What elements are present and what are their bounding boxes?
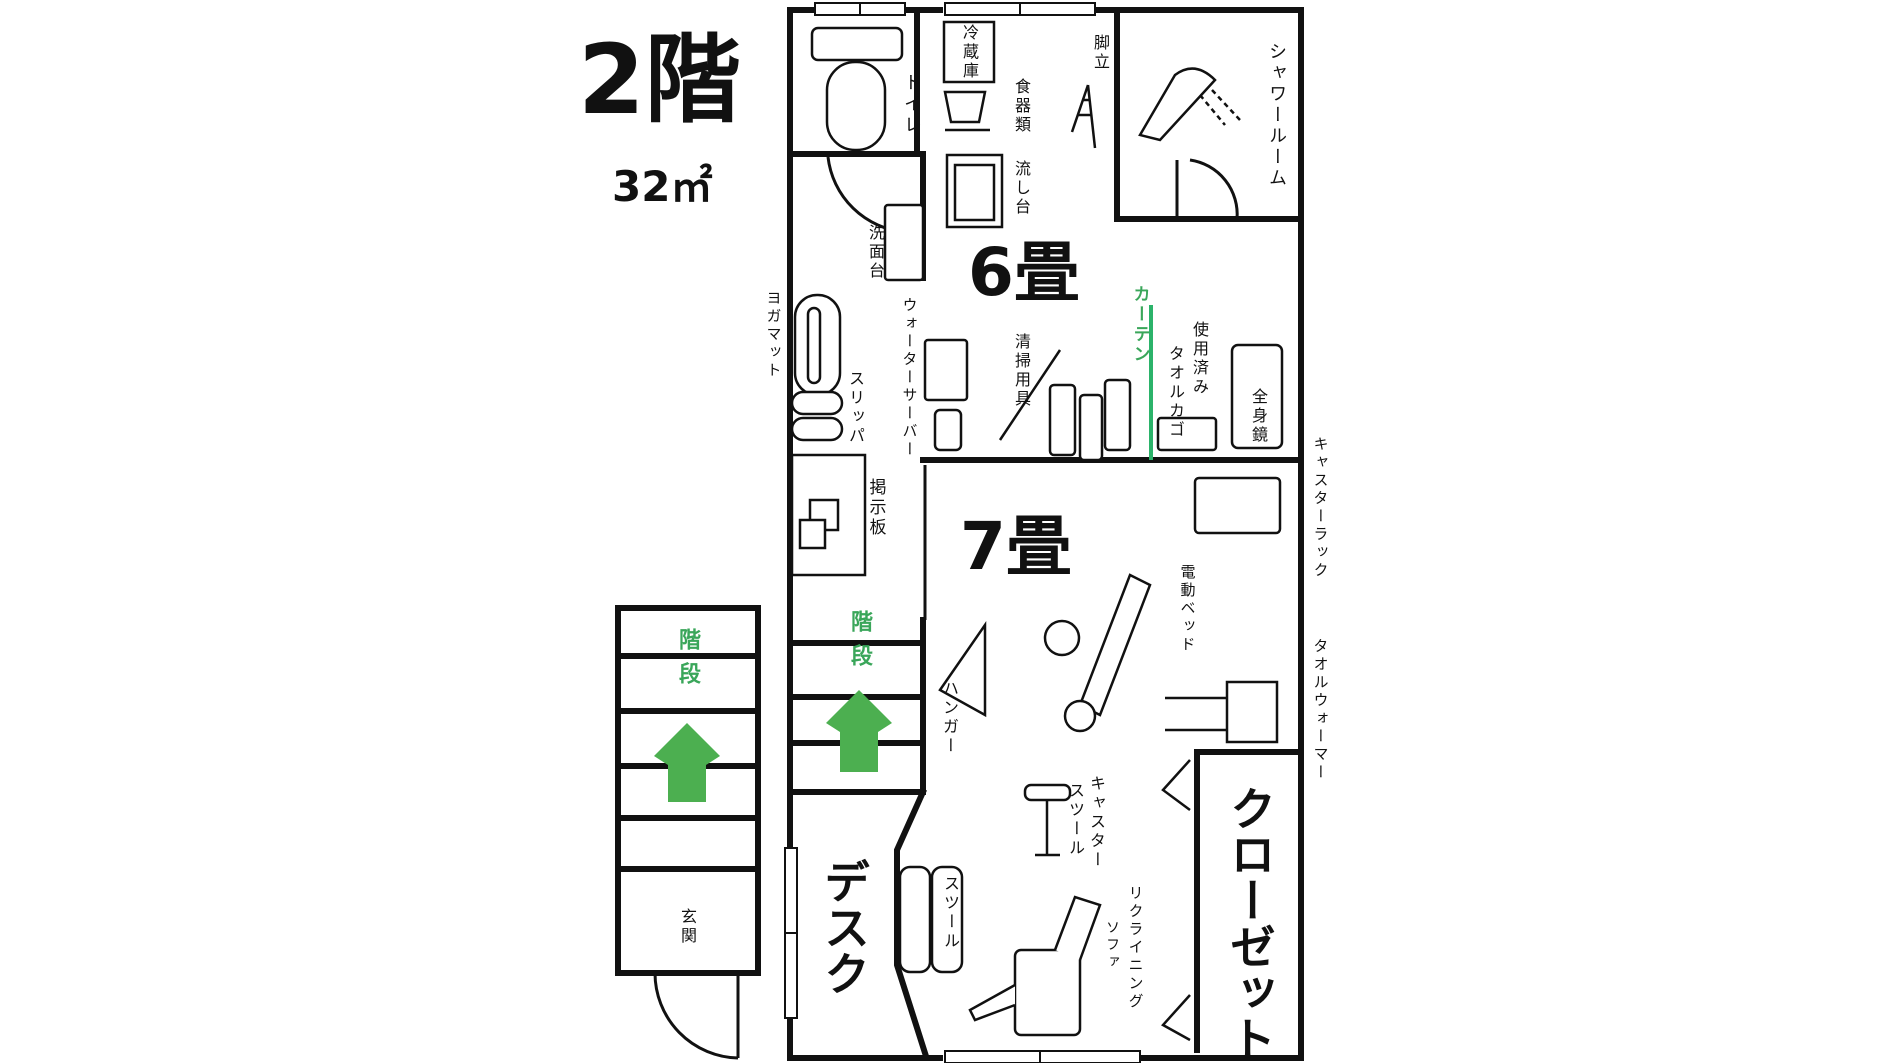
- cleaning-tools-label: 清掃用具: [1012, 333, 1031, 409]
- stool-icon: [898, 865, 964, 974]
- yoga-mat-label: ヨガマット: [764, 290, 783, 380]
- slippers-label: スリッパ: [846, 370, 865, 446]
- shower-head-icon: [1138, 67, 1241, 142]
- room-6-tatami: 6畳: [968, 234, 1080, 311]
- arrow-up-icon: [826, 690, 892, 772]
- slippers-icon: [790, 390, 844, 442]
- stepladder-icon: [1070, 84, 1097, 149]
- cleaning-tools-icon: [998, 349, 1132, 462]
- caster-label: キャスター: [1087, 775, 1106, 870]
- hanger-icon: [938, 620, 987, 718]
- stool-label: スツール: [941, 875, 960, 951]
- electric-bed-label: 電動ベッド: [1178, 564, 1197, 654]
- towel-basket-label: タオルカゴ: [1166, 345, 1185, 440]
- shower-room-label: シャワールーム: [1266, 42, 1287, 189]
- walls: [615, 7, 1304, 1061]
- dishes-icon: [943, 90, 990, 132]
- laundry-basket-icon: [1156, 416, 1218, 452]
- fridge-label: 冷蔵庫: [960, 24, 979, 81]
- bulletin-board-icon: [790, 453, 867, 577]
- reclining-label: リクライニング: [1126, 885, 1145, 1011]
- closet-label: クローゼット: [1223, 785, 1277, 1061]
- floor-area: 32㎡: [612, 162, 713, 211]
- caster-rack-label: キャスターラック: [1311, 436, 1330, 580]
- fridge-icon: [942, 20, 996, 84]
- stairs-up-arrows: [654, 690, 892, 802]
- towel-warmer-icon: [1165, 680, 1279, 744]
- stairs-inner-label: 階段: [847, 610, 872, 678]
- windows: [784, 2, 1141, 1063]
- yoga-mat-icon: [793, 293, 842, 397]
- washbasin-label: 洗面台: [866, 224, 885, 281]
- water-server-label: ウォーターサーバー: [900, 297, 919, 459]
- room-7-tatami: 7畳: [960, 508, 1072, 585]
- caster-rack-icon: [1193, 476, 1282, 535]
- sofa-label: ソファ: [1104, 920, 1120, 971]
- stairs-left-label: 階段: [675, 628, 700, 696]
- reclining-sofa-icon: [968, 895, 1102, 1037]
- closet-hinge-icon: [1161, 759, 1191, 1042]
- washbasin-icon: [883, 203, 925, 282]
- mirror-label: 全身鏡: [1249, 388, 1268, 445]
- entrance-label: 玄関: [678, 908, 697, 946]
- toilet-label: トイレ: [901, 73, 922, 136]
- stepladder-label: 脚立: [1091, 34, 1110, 72]
- hanger-label: ハンガー: [940, 680, 959, 756]
- arrow-up-icon: [654, 723, 720, 802]
- sink-label: 流し台: [1012, 160, 1031, 217]
- electric-bed-icon: [1043, 573, 1152, 733]
- floor-title: 2階: [578, 24, 741, 136]
- caster-stool-icon: [1023, 783, 1072, 857]
- mirror-icon: [1230, 343, 1284, 450]
- desk-label: デスク: [817, 858, 871, 996]
- water-server-icon: [923, 338, 969, 452]
- caster-stool-label: スツール: [1066, 782, 1085, 858]
- curtain-label: カーテン: [1129, 285, 1150, 365]
- bulletin-board-label: 掲示板: [865, 478, 886, 538]
- used-label: 使用済み: [1190, 321, 1209, 397]
- sink-icon: [945, 153, 1004, 229]
- dishes-label: 食器類: [1012, 78, 1031, 135]
- towel-warmer-label: タオルウォーマー: [1311, 638, 1330, 782]
- toilet-icon: [810, 26, 904, 152]
